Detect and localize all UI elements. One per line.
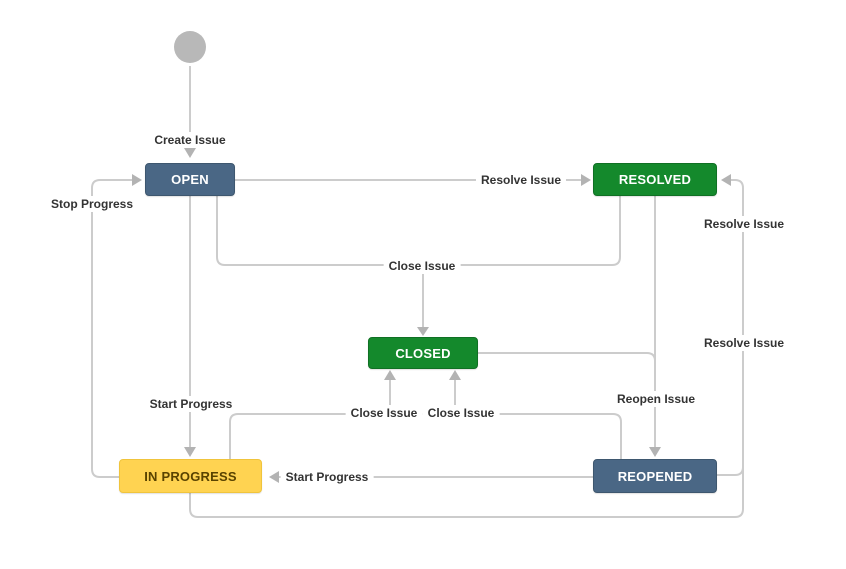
arrowhead-into-closed-top xyxy=(417,327,429,336)
edge-right-rail-into-resolved xyxy=(731,179,744,509)
transition-label-close-issue-top[interactable]: Close Issue xyxy=(383,258,461,274)
transition-label-close-issue-bottom-right[interactable]: Close Issue xyxy=(422,405,500,421)
arrowhead-into-closed-bottom-left xyxy=(384,370,396,380)
transition-label-resolve-issue-top[interactable]: Resolve Issue xyxy=(475,172,567,188)
transition-label-reopen-issue[interactable]: Reopen Issue xyxy=(611,391,701,407)
edge-inprogress-resolved xyxy=(189,493,744,518)
arrowhead-into-inprogress-top xyxy=(184,447,196,457)
status-node-closed[interactable]: CLOSED xyxy=(368,337,478,369)
status-node-in-progress-label: IN PROGRESS xyxy=(144,468,237,484)
arrowhead-into-open-top xyxy=(184,148,196,158)
arrowhead-into-reopened-top xyxy=(649,447,661,457)
status-node-reopened-label: REOPENED xyxy=(617,468,693,484)
edge-closed-reopened xyxy=(478,352,656,362)
arrowhead-into-closed-bottom-right xyxy=(449,370,461,380)
status-node-reopened[interactable]: REOPENED xyxy=(593,459,717,493)
status-node-open-label: OPEN xyxy=(171,172,209,187)
status-node-in-progress[interactable]: IN PROGRESS xyxy=(119,459,262,493)
arrowhead-into-resolved-left xyxy=(581,174,591,186)
edge-inprogress-open xyxy=(91,179,132,478)
status-node-resolved-label: RESOLVED xyxy=(618,172,692,187)
arrowhead-into-resolved-right xyxy=(721,174,731,186)
arrowhead-into-open-left xyxy=(132,174,142,186)
status-node-closed-label: CLOSED xyxy=(395,345,451,361)
status-node-open[interactable]: OPEN xyxy=(145,163,235,196)
transition-label-create-issue[interactable]: Create Issue xyxy=(149,132,231,148)
arrowhead-into-inprogress-right xyxy=(269,471,279,483)
transition-label-resolve-issue-right-lower[interactable]: Resolve Issue xyxy=(698,335,790,351)
transition-label-start-progress-lower[interactable]: Start Progress xyxy=(280,469,374,485)
transition-label-resolve-issue-right-upper[interactable]: Resolve Issue xyxy=(698,216,790,232)
transition-label-start-progress-upper[interactable]: Start Progress xyxy=(144,396,238,412)
edge-open-resolved-closed-rail xyxy=(216,196,621,266)
transition-label-stop-progress[interactable]: Stop Progress xyxy=(45,196,139,212)
status-node-resolved[interactable]: RESOLVED xyxy=(593,163,717,196)
edge-reopened-resolved xyxy=(717,466,744,476)
start-node[interactable] xyxy=(174,31,206,63)
transition-label-close-issue-bottom-left[interactable]: Close Issue xyxy=(345,405,423,421)
